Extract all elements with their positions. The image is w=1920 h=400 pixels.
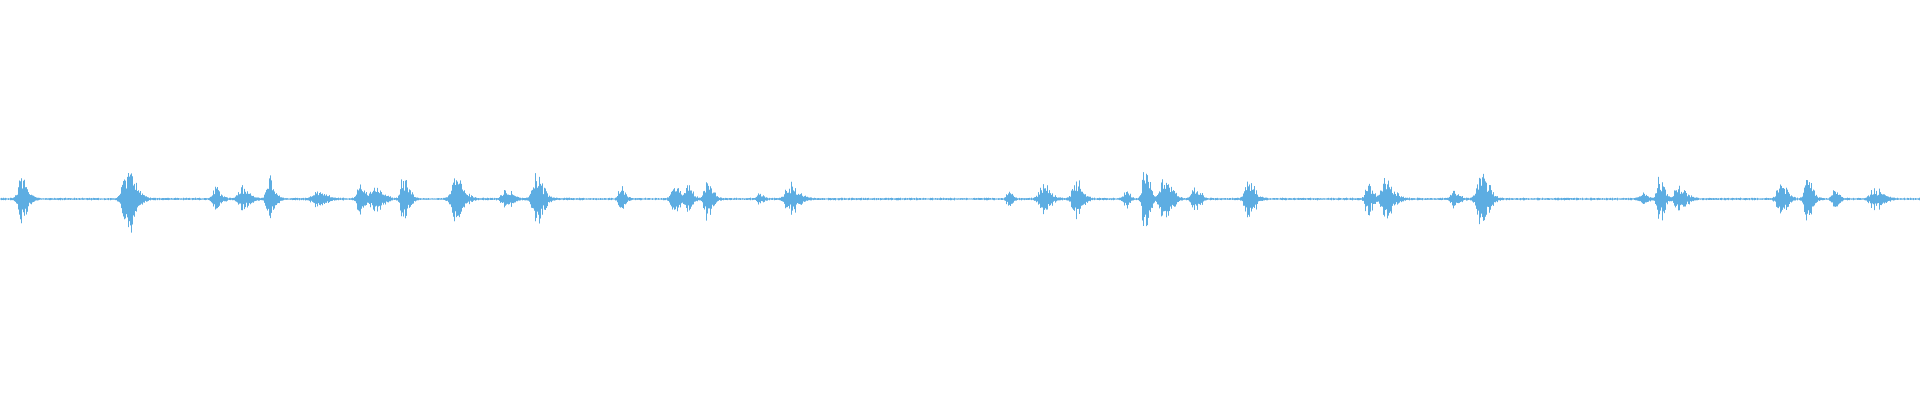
waveform-samples xyxy=(0,172,1920,233)
